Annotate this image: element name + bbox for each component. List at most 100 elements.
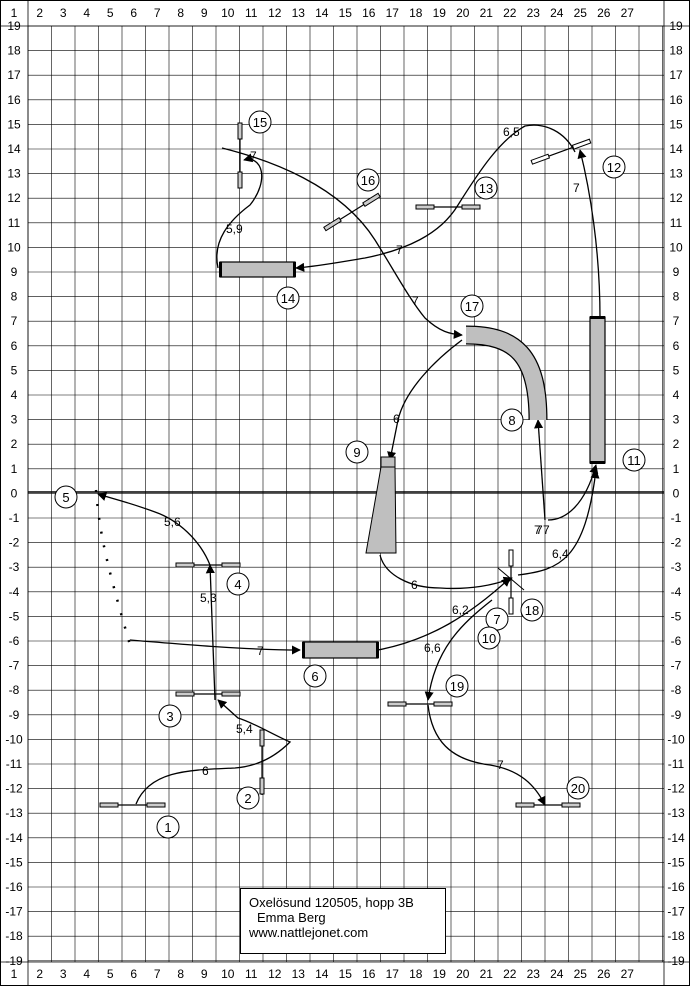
y-axis-label-left: -10 [5, 732, 23, 746]
y-axis-label-right: -3 [671, 560, 682, 574]
y-axis-label-left: -5 [9, 609, 20, 623]
judge-name: Emma Berg [257, 910, 326, 925]
y-axis-label-right: -19 [667, 954, 685, 968]
path-segment-11-12 [577, 149, 601, 319]
y-axis-label-left: 3 [11, 413, 18, 427]
path-segment-7-8 [534, 419, 546, 521]
y-axis-label-left: -7 [9, 659, 20, 673]
y-axis-label-left: 13 [7, 167, 21, 181]
x-axis-label-bottom: 2 [36, 967, 43, 981]
x-axis-label-top: 14 [315, 6, 329, 20]
y-axis-label-left: 9 [11, 265, 18, 279]
y-axis-label-right: 17 [669, 68, 683, 82]
y-axis-label-right: 8 [673, 290, 680, 304]
path-segment-1-2 [135, 699, 292, 805]
x-axis-label-bottom: 10 [221, 967, 235, 981]
y-axis-label-right: 14 [669, 142, 683, 156]
curved-tunnel-8-17 [465, 325, 548, 421]
jump-4 [175, 562, 241, 568]
distance-label: 6,5 [503, 125, 520, 139]
svg-text:19: 19 [450, 679, 464, 694]
svg-text:1: 1 [164, 820, 171, 835]
y-axis-label-right: -15 [667, 855, 685, 869]
y-axis-label-left: -4 [9, 585, 20, 599]
y-axis-label-left: 14 [7, 142, 21, 156]
x-axis-label-top: 3 [60, 6, 67, 20]
y-axis-label-right: -14 [667, 831, 685, 845]
y-axis-label-right: -2 [671, 536, 682, 550]
obstacle-number-20: 20 [566, 776, 590, 800]
y-axis-label-left: 11 [8, 216, 21, 230]
distance-label: 7 [534, 523, 541, 537]
y-axis-label-left: 8 [11, 290, 18, 304]
obstacle-number-8: 8 [500, 408, 524, 432]
obstacle-number-2: 2 [236, 786, 260, 810]
y-axis-label-right: 3 [673, 413, 680, 427]
x-axis-label-top: 7 [154, 6, 161, 20]
jump-10-18 [497, 549, 525, 615]
distance-label: 7 [257, 644, 264, 658]
x-axis-label-bottom: 25 [574, 967, 588, 981]
distance-label: 7 [412, 294, 419, 308]
y-axis-label-right: 12 [669, 191, 683, 205]
y-axis-label-left: 10 [7, 240, 21, 254]
distance-label: 7 [396, 243, 403, 257]
x-axis-label-top: 2 [36, 6, 43, 20]
obstacle-number-5: 5 [54, 485, 78, 509]
course-title: Oxelösund 120505, hopp 3B [249, 895, 414, 910]
x-axis-label-bottom: 20 [456, 967, 470, 981]
obstacle-number-18: 18 [520, 598, 544, 622]
obstacle-number-19: 19 [445, 674, 469, 698]
x-axis-label-bottom: 4 [83, 967, 90, 981]
svg-text:12: 12 [607, 160, 621, 175]
path-segment-3-4 [205, 564, 216, 701]
y-axis-label-left: 1 [11, 462, 18, 476]
x-axis-label-bottom: 11 [245, 967, 258, 981]
jump-12 [530, 138, 592, 165]
distance-label: 5,9 [226, 222, 243, 236]
y-axis-label-left: -17 [5, 905, 23, 919]
y-axis-label-right: 19 [669, 19, 683, 33]
svg-text:15: 15 [253, 115, 267, 130]
obstacle-number-16: 16 [356, 168, 380, 192]
y-axis-label-left: 18 [7, 44, 21, 58]
svg-text:13: 13 [479, 181, 493, 196]
y-axis-label-left: 16 [7, 93, 21, 107]
x-axis-label-top: 18 [409, 6, 423, 20]
path-segment-6-7 [377, 577, 511, 651]
tunnel-11 [589, 316, 606, 464]
distance-label: 7 [497, 758, 504, 772]
jump-13 [415, 204, 481, 210]
x-axis-label-top: 10 [221, 6, 235, 20]
jump-1 [99, 802, 166, 808]
x-axis-label-top: 13 [292, 6, 306, 20]
svg-text:14: 14 [281, 291, 295, 306]
x-axis-label-bottom: 14 [315, 967, 329, 981]
dog-walk-dotted-path [94, 489, 132, 646]
y-axis-label-left: -8 [9, 683, 20, 697]
website-text: www.nattlejonet.com [249, 925, 369, 940]
obstacle-number-9: 9 [345, 440, 369, 464]
y-axis-label-right: 13 [669, 167, 683, 181]
x-axis-label-bottom: 12 [268, 967, 282, 981]
y-axis-label-left: -9 [9, 708, 20, 722]
path-segment-10-11 [517, 469, 600, 576]
course-path [94, 124, 601, 806]
x-axis-label-bottom: 13 [292, 967, 306, 981]
x-axis-label-top: 27 [621, 6, 635, 20]
y-axis-label-right: 5 [673, 363, 680, 377]
y-axis-label-right: 10 [669, 240, 683, 254]
x-axis-label-top: 25 [574, 6, 588, 20]
x-axis-label-top: 4 [83, 6, 90, 20]
y-axis-label-left: -19 [5, 954, 23, 968]
y-axis-label-right: 0 [673, 486, 680, 500]
distance-label: 5,3 [200, 591, 217, 605]
x-axis-label-top: 22 [503, 6, 517, 20]
distance-label: 5,6 [164, 515, 181, 529]
jump-16 [323, 192, 381, 232]
svg-text:10: 10 [482, 631, 496, 646]
y-axis-label-right: -5 [671, 609, 682, 623]
y-axis-label-left: 17 [7, 68, 21, 82]
y-axis-label-right: 4 [673, 388, 680, 402]
